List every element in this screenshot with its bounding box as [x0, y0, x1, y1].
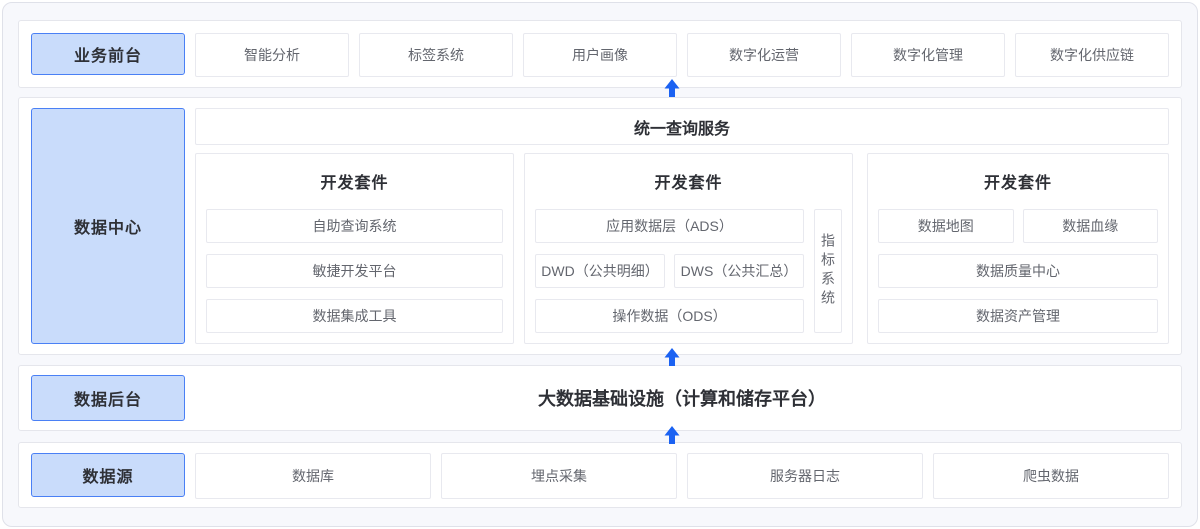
dev-agile-platform: 敏捷开发平台 [206, 254, 503, 288]
section-data-center: 数据中心 统一查询服务 开发套件 自助查询系统 敏捷开发平台 数据集成工具 开发… [18, 97, 1182, 355]
section-data-backend: 数据后台 大数据基础设施（计算和储存平台） [18, 365, 1182, 431]
warehouse-ads: 应用数据层（ADS） [535, 209, 804, 243]
warehouse-dws: DWS（公共汇总） [674, 254, 804, 288]
up-arrow-icon [664, 348, 680, 366]
data-backend-label: 数据后台 [31, 375, 185, 421]
bigdata-infrastructure-text: 大数据基础设施（计算和储存平台） [538, 389, 826, 409]
section-data-source: 数据源 数据库 埋点采集 服务器日志 爬虫数据 [18, 442, 1182, 508]
governance-data-lineage: 数据血缘 [1022, 209, 1158, 243]
source-crawler-data: 爬虫数据 [933, 453, 1169, 499]
front-item-digital-operation: 数字化运营 [687, 33, 841, 77]
panel-warehouse-title: 开发套件 [654, 175, 723, 192]
up-arrow-icon [664, 426, 680, 444]
source-server-logs: 服务器日志 [687, 453, 923, 499]
panel-warehouse-suite: 开发套件 应用数据层（ADS） DWD（公共明细） DWS（公共汇总） 操作数据… [524, 153, 853, 344]
source-database: 数据库 [195, 453, 431, 499]
warehouse-ods: 操作数据（ODS） [535, 299, 804, 333]
governance-data-map: 数据地图 [878, 209, 1014, 243]
dev-data-integration: 数据集成工具 [206, 299, 503, 333]
panel-dev-suite: 开发套件 自助查询系统 敏捷开发平台 数据集成工具 [195, 153, 514, 344]
section-business-front: 业务前台 智能分析 标签系统 用户画像 数字化运营 数字化管理 数字化供应链 [18, 20, 1182, 88]
front-item-analysis: 智能分析 [195, 33, 349, 77]
business-front-label: 业务前台 [31, 33, 185, 75]
front-item-digital-management: 数字化管理 [851, 33, 1005, 77]
governance-data-asset: 数据资产管理 [878, 299, 1158, 333]
indicator-system-box: 指标系统 [814, 209, 842, 333]
unified-query-service-box: 统一查询服务 [195, 108, 1169, 145]
front-item-user-profile: 用户画像 [523, 33, 677, 77]
data-source-label: 数据源 [31, 453, 185, 497]
panel-dev-title: 开发套件 [320, 175, 389, 192]
warehouse-dwd: DWD（公共明细） [535, 254, 665, 288]
up-arrow-icon [664, 79, 680, 97]
data-center-panels: 开发套件 自助查询系统 敏捷开发平台 数据集成工具 开发套件 应用数据层（ADS… [195, 153, 1169, 344]
front-item-tagging: 标签系统 [359, 33, 513, 77]
source-event-tracking: 埋点采集 [441, 453, 677, 499]
panel-governance-suite: 开发套件 数据地图 数据血缘 数据质量中心 数据资产管理 [867, 153, 1169, 344]
data-center-label: 数据中心 [31, 108, 185, 344]
front-item-digital-supply-chain: 数字化供应链 [1015, 33, 1169, 77]
data-center-content: 统一查询服务 开发套件 自助查询系统 敏捷开发平台 数据集成工具 开发套件 应用… [195, 108, 1169, 344]
governance-data-quality: 数据质量中心 [878, 254, 1158, 288]
panel-governance-title: 开发套件 [983, 175, 1052, 192]
dev-self-service-query: 自助查询系统 [206, 209, 503, 243]
